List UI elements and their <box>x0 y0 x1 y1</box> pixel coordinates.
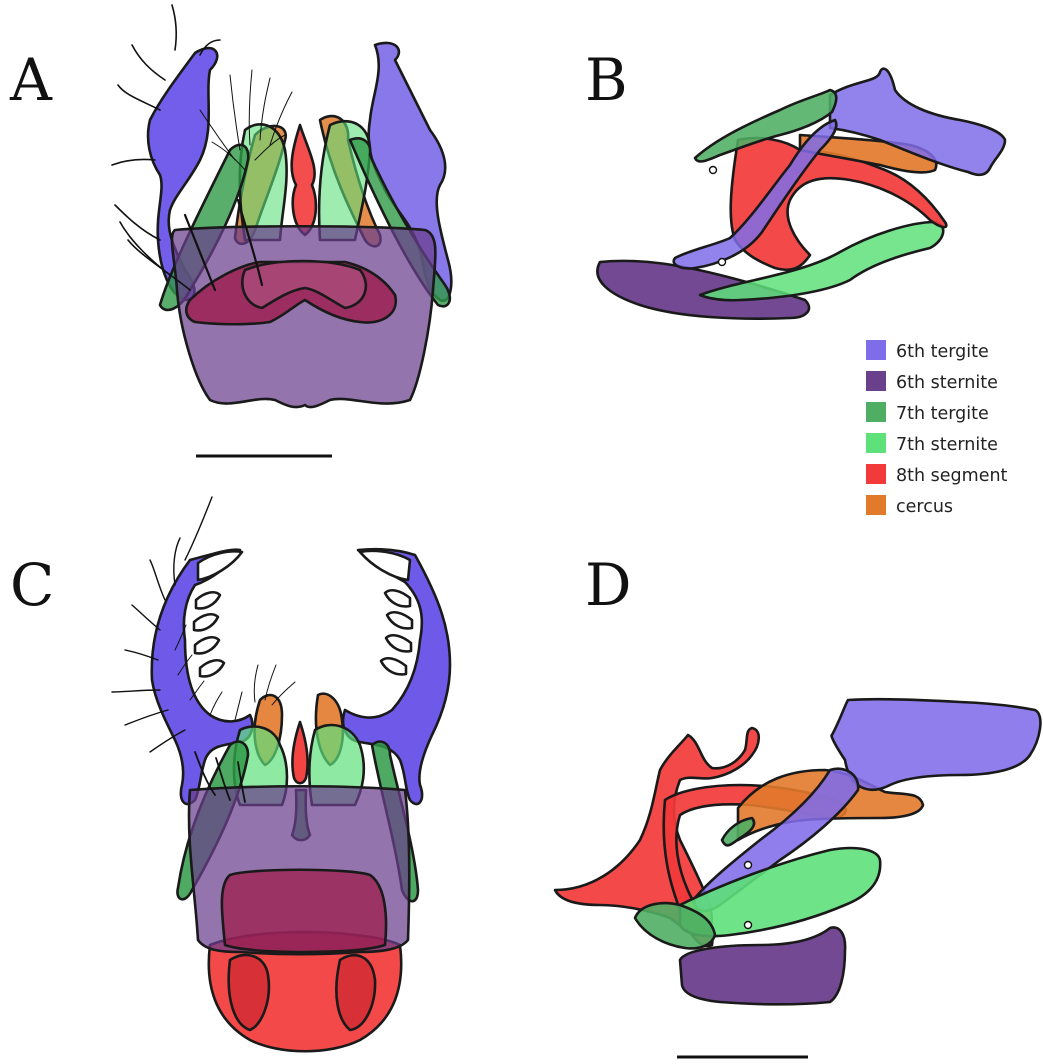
legend-item-7th-sternite: 7th sternite <box>866 433 998 455</box>
panel-b-letter: B <box>585 46 628 114</box>
panel-c: C <box>10 497 450 1051</box>
legend-label: 6th sternite <box>896 373 998 393</box>
b-spiracle-lower <box>719 259 726 266</box>
legend-item-6th-sternite: 6th sternite <box>866 371 998 393</box>
legend-label: 7th tergite <box>896 404 989 424</box>
d-spiracle-upper <box>745 862 752 869</box>
panel-b: B <box>585 46 1005 319</box>
d-6th-tergite <box>832 699 1041 790</box>
legend-item-6th-tergite: 6th tergite <box>866 340 989 362</box>
d-spiracle-lower <box>745 922 752 929</box>
legend-item-cercus: cercus <box>866 495 953 517</box>
legend-label: 7th sternite <box>896 435 998 455</box>
legend-swatch <box>866 340 886 360</box>
panel-d-letter: D <box>585 551 632 619</box>
a-8th-segment-center <box>292 125 316 235</box>
legend-swatch <box>866 464 886 484</box>
c-teeth-left <box>194 551 242 676</box>
legend-swatch <box>866 495 886 515</box>
a-7th-sternite-left <box>240 124 287 240</box>
panel-a: A <box>9 5 451 456</box>
c-8th-segment-overlap <box>222 870 386 952</box>
b-spiracle-upper <box>710 167 717 174</box>
legend: 6th tergite 6th sternite 7th tergite 7th… <box>866 340 1008 517</box>
panel-a-letter: A <box>9 46 53 114</box>
c-8th-segment-spike <box>292 722 307 783</box>
legend-swatch <box>866 402 886 422</box>
legend-label: cercus <box>896 497 953 517</box>
legend-item-7th-tergite: 7th tergite <box>866 402 989 424</box>
c-teeth-right <box>360 551 412 675</box>
legend-label: 6th tergite <box>896 342 989 362</box>
legend-swatch <box>866 371 886 391</box>
legend-swatch <box>866 433 886 453</box>
panel-d: D <box>555 551 1040 1057</box>
panel-c-letter: C <box>10 551 54 619</box>
legend-label: 8th segment <box>896 466 1008 486</box>
legend-item-8th-segment: 8th segment <box>866 464 1008 486</box>
